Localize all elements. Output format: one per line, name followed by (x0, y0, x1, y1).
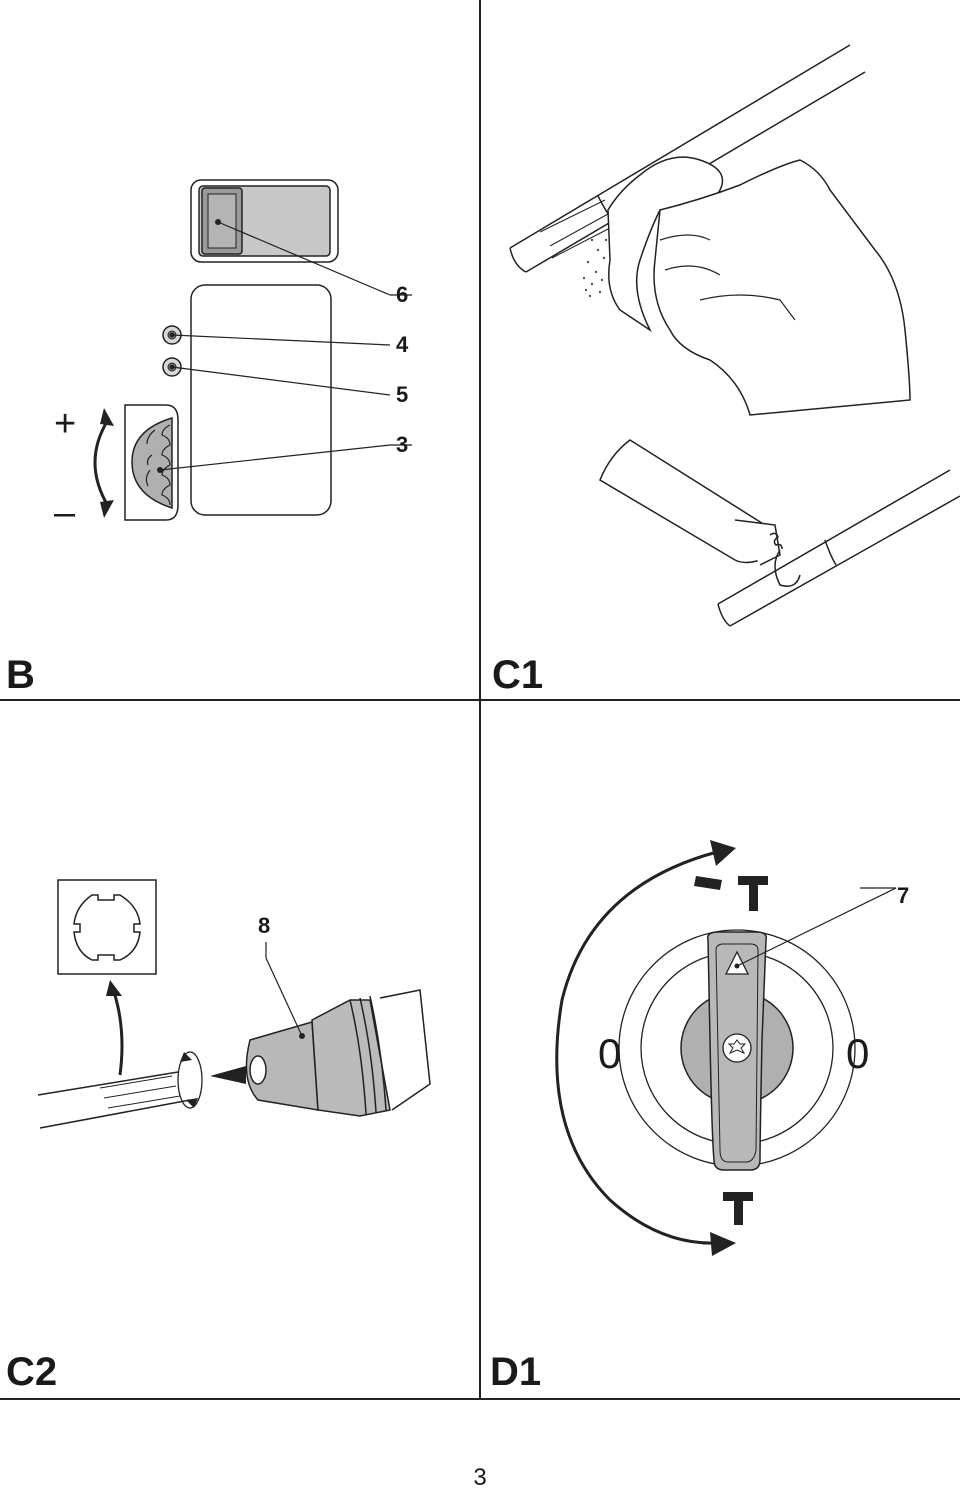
panel-b-illustration (93, 179, 412, 521)
sds-bit (37, 1071, 191, 1129)
panel-d1-illustration (555, 840, 897, 1256)
insert-direction-arrow (112, 991, 124, 1076)
callout-3: 3 (396, 432, 409, 457)
tool-body (379, 989, 431, 1111)
indicator-panel (190, 284, 332, 516)
hand (653, 159, 911, 416)
panel-c2-illustration (37, 879, 431, 1129)
hammer-only-symbol (723, 1192, 753, 1225)
grease-dust (582, 238, 608, 298)
shank-profile (73, 894, 141, 961)
horizontal-divider-bottom (0, 1398, 960, 1400)
callout-8: 8 (258, 913, 271, 938)
chuck-nose (245, 1021, 319, 1111)
rotary-hammer-symbol (694, 876, 768, 911)
callout-7: 7 (897, 883, 910, 908)
vertical-divider-top (479, 0, 481, 700)
plus-sign: + (54, 403, 77, 445)
panel-c1-illustration (509, 44, 960, 627)
bit-shank-lower (717, 469, 960, 627)
mode-rotation-arc (555, 850, 718, 1245)
panel-label-b: B (6, 653, 35, 697)
page-number: 3 (473, 1464, 487, 1491)
panel-label-d1: D1 (490, 1350, 542, 1394)
speed-adjust-arrow (93, 419, 110, 507)
vertical-divider-bottom (479, 700, 481, 1400)
panel-label-c2: C2 (6, 1350, 58, 1394)
callout-4: 4 (396, 332, 409, 357)
panel-label-c1: C1 (492, 653, 544, 697)
chuck-body (311, 999, 391, 1117)
callout-6: 6 (396, 282, 409, 307)
callout-5: 5 (396, 382, 409, 407)
knob-screw (722, 1033, 752, 1063)
speed-wheel (131, 416, 173, 510)
minus-sign: – (54, 492, 76, 534)
position-zero-left: 0 (598, 1030, 622, 1077)
insert-arrow (210, 1066, 246, 1084)
horizontal-divider-middle (0, 699, 960, 701)
grease-tube (599, 439, 768, 564)
position-zero-right: 0 (846, 1030, 870, 1077)
